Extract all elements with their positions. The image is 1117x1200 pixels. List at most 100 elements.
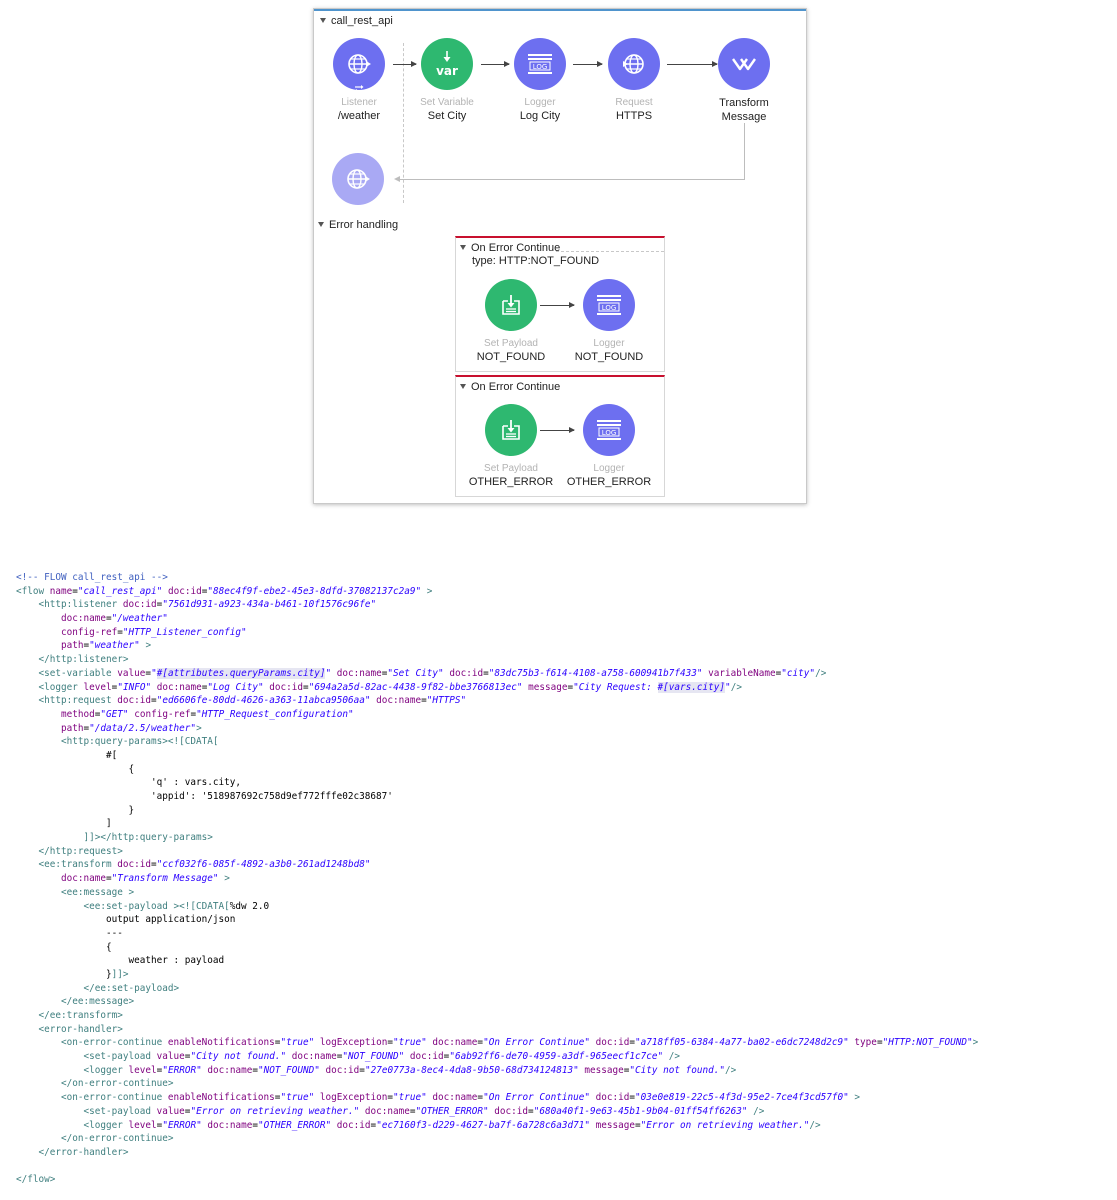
code-line: { [16,763,978,777]
code-token: "City not found." [629,1064,726,1076]
collapse-triangle-icon[interactable] [460,245,466,250]
error-handling-title: Error handling [329,219,399,231]
code-token [16,1106,84,1117]
flow-node-logger[interactable]: LOG Logger Log City [490,38,590,123]
code-token [16,1065,84,1076]
code-token [16,996,61,1007]
code-line: </flow> [16,1173,978,1187]
code-line: ]]></http:query-params> [16,831,978,845]
code-line: 'appid': '518987692c758d9ef772fffe02c386… [16,790,978,804]
collapse-triangle-icon[interactable] [320,18,326,23]
code-token: <http:request [38,695,118,707]
return-path-horizontal [396,179,745,180]
code-token: > [848,1092,861,1104]
code-token: doc:id [117,695,152,707]
flow-canvas[interactable]: call_rest_api Listener /weather [313,8,807,504]
code-token [16,668,39,679]
flow-arrow [481,61,510,67]
code-token [16,859,39,870]
code-token: = [145,667,152,679]
code-token: doc:id [336,1119,371,1131]
code-token: "City Request: [573,681,658,693]
code-token: <ee:message [61,886,129,898]
code-token [16,1092,61,1103]
code-line: </ee:message> [16,995,978,1009]
code-token: /> [725,1064,737,1076]
code-token [16,682,39,693]
code-token: "Set City" [387,667,444,679]
code-token: "true" [280,1092,315,1104]
code-token: = [409,1105,416,1117]
request-circle[interactable] [608,38,660,90]
flow-header[interactable]: call_rest_api [320,15,393,27]
code-token: = [190,708,197,720]
error-node-logger[interactable]: LOG Logger OTHER_ERROR [559,404,659,489]
on-error-continue-not-found[interactable]: On Error Continue type: HTTP:NOT_FOUND S… [455,236,665,372]
code-line: <logger level="ERROR" doc:name="OTHER_ER… [16,1119,978,1133]
code-token: message [528,681,568,693]
handler-header[interactable]: On Error Continue [460,242,560,255]
code-token: = [477,1037,484,1049]
flow-arrow [573,61,603,67]
node-type: Logger [524,97,556,108]
code-token [16,736,61,747]
logger-circle[interactable]: LOG [583,279,635,331]
code-line: method="GET" config-ref="HTTP_Request_co… [16,708,978,722]
code-token: doc:id [494,1105,529,1117]
set-payload-circle[interactable] [485,404,537,456]
code-token: "ERROR" [162,1119,202,1131]
logger-circle[interactable]: LOG [514,38,566,90]
dataweave-icon [732,58,756,71]
listener-circle[interactable] [333,38,385,93]
xml-source-code[interactable]: <!-- FLOW call_rest_api --><flow name="c… [16,571,978,1187]
return-path-vertical [744,123,745,179]
error-node-set-payload[interactable]: Set Payload NOT_FOUND [461,279,561,364]
node-name: HTTPS [615,110,653,122]
log-icon: LOG [597,295,621,315]
on-error-continue-other[interactable]: On Error Continue Set Payload OTHER_ERRO… [455,375,665,497]
code-token: doc:name [432,1092,478,1104]
code-token [16,846,39,857]
code-token: message [584,1064,624,1076]
code-token: = [421,695,427,707]
code-token: <logger [83,1064,129,1076]
code-token: "03e0e819-22c5-4f3d-95e2-7ce4f3cd57f0" [635,1092,849,1104]
code-line: </http:request> [16,845,978,859]
transform-circle[interactable] [718,38,770,90]
error-node-set-payload[interactable]: Set Payload OTHER_ERROR [461,404,561,489]
collapse-triangle-icon[interactable] [318,222,324,227]
code-line: --- [16,927,978,941]
logger-circle[interactable]: LOG [583,404,635,456]
flow-node-request[interactable]: Request HTTPS [584,38,684,123]
code-token: </on-error-continue> [61,1078,174,1090]
listener-response-circle[interactable] [332,153,384,205]
code-line: <flow name="call_rest_api" doc:id="88ec4… [16,585,978,599]
code-token: = [156,1119,163,1131]
code-token: doc:id [122,599,157,611]
flow-node-set-variable[interactable]: var Set Variable Set City [397,38,497,123]
code-token: message [595,1119,635,1131]
code-line: </error-handler> [16,1146,978,1160]
code-token: doc:name [291,1051,337,1063]
code-token: = [274,1092,281,1104]
flow-node-listener[interactable]: Listener /weather [309,38,409,123]
flow-title: call_rest_api [331,15,393,27]
error-handling-header[interactable]: Error handling [318,219,398,231]
code-token [16,723,61,734]
code-token: doc:name [61,613,107,625]
code-token: </flow> [16,1174,56,1186]
set-payload-circle[interactable] [485,279,537,331]
handler-header[interactable]: On Error Continue [460,381,560,394]
collapse-triangle-icon[interactable] [460,384,466,389]
flow-arrow [667,61,718,67]
var-icon: var [436,51,458,77]
code-token: "88ec4f9f-ebe2-45e3-8dfd-37082137c2a9" [207,585,422,597]
error-node-logger[interactable]: LOG Logger NOT_FOUND [559,279,659,364]
code-token: 'q' : vars.city, [16,777,242,789]
globe-icon [348,54,371,74]
flow-node-transform-message[interactable]: Transform Message [694,38,794,124]
code-token: "NOT_FOUND" [258,1064,320,1076]
set-variable-circle[interactable]: var [421,38,473,90]
code-token: doc:id [449,667,484,679]
code-token: = [629,1037,635,1049]
